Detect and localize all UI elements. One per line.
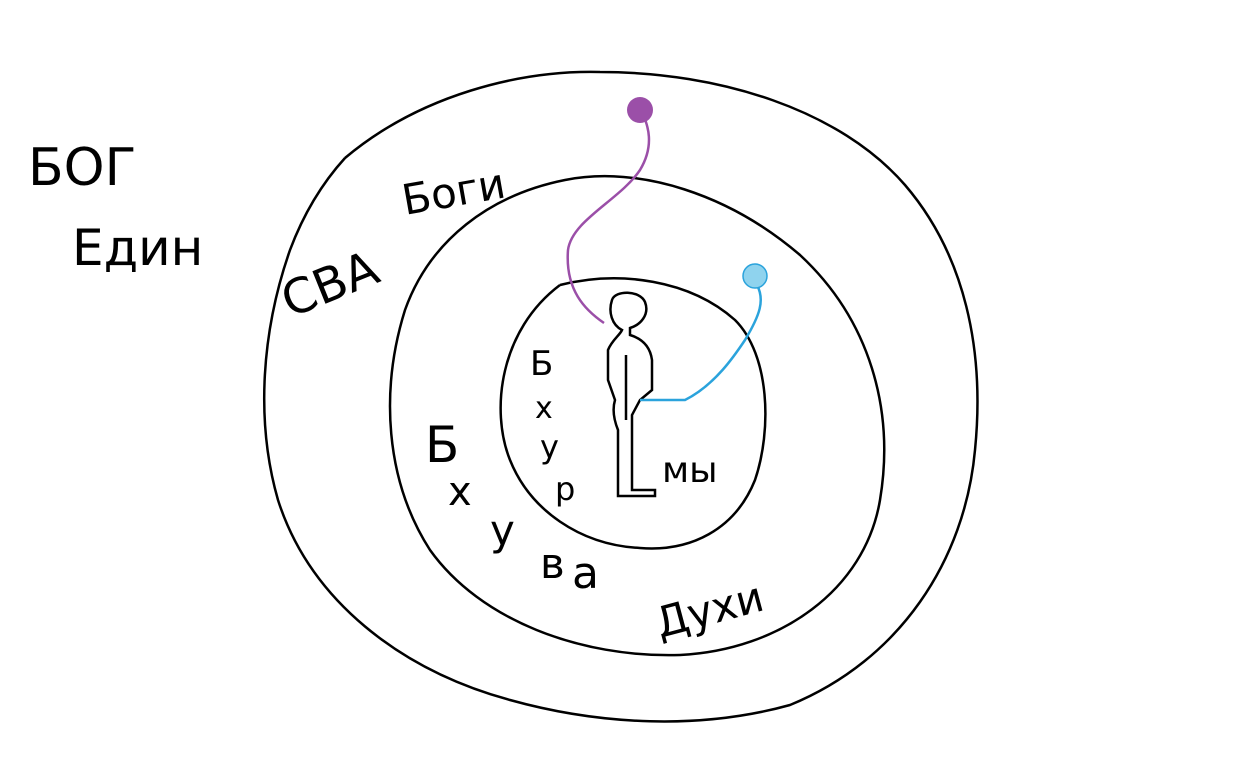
person-figure: [606, 291, 657, 498]
label-spirits: Духи: [650, 572, 769, 648]
middle-circle: [388, 174, 886, 657]
bhuva-letter: у: [490, 506, 515, 555]
bhur-letter: у: [540, 428, 559, 466]
label-god: БОГ: [28, 138, 136, 198]
label-sva: СВА: [274, 240, 387, 329]
bhuva-letter: Б: [425, 416, 459, 474]
bhur-letter: х: [535, 391, 553, 426]
bhuva-letter: а: [572, 548, 599, 599]
purple-dot: [627, 97, 653, 123]
blue-dot: [742, 263, 768, 289]
label-gods: Боги: [398, 159, 509, 225]
label-bhur: Б х у р: [530, 344, 575, 508]
blue-connection-line: [640, 284, 762, 402]
label-one: Един: [72, 219, 203, 277]
inner-circle: [499, 277, 767, 550]
outer-circle: [262, 70, 979, 723]
bhur-letter: р: [555, 470, 575, 508]
label-bhuva: Б х у в а: [425, 416, 599, 599]
bhuva-letter: в: [540, 539, 565, 588]
label-we: мы: [662, 450, 718, 491]
bhuva-letter: х: [448, 469, 472, 515]
purple-connection-line: [566, 111, 651, 325]
bhur-letter: Б: [530, 344, 553, 384]
